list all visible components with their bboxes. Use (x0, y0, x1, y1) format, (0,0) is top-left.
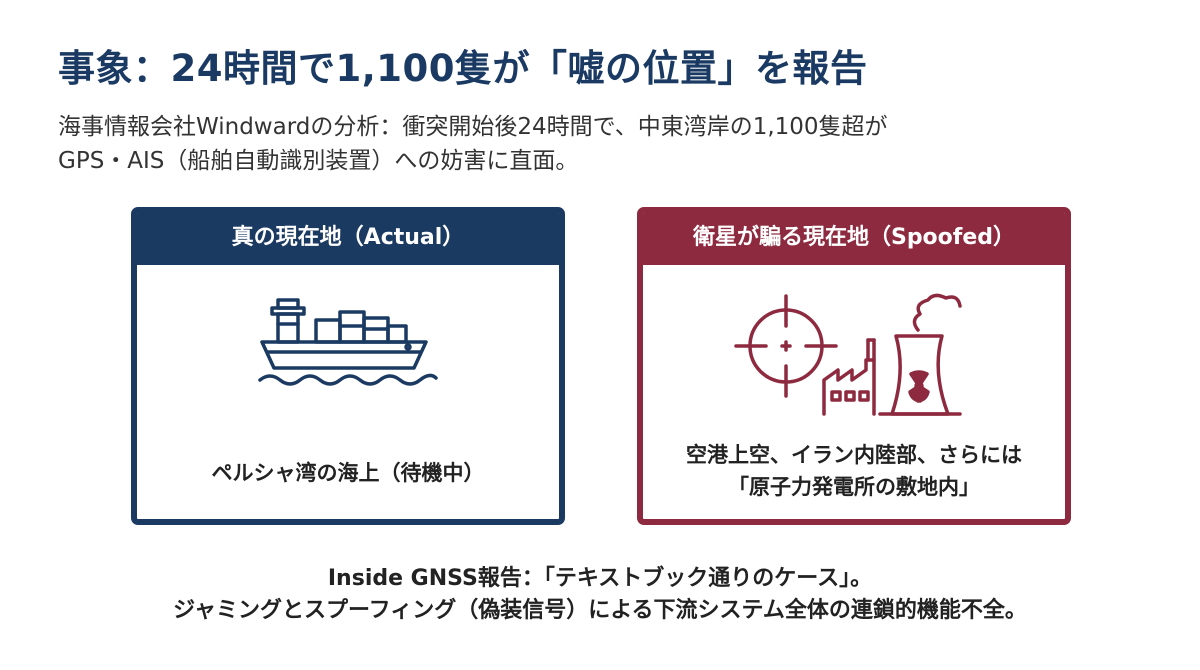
spoofed-panel-header: 衛星が騙る現在地（Spoofed） (643, 213, 1065, 265)
footer-line-2: ジャミングとスプーフィング（偽装信号）による下流システム全体の連鎖的機能不全。 (173, 598, 1027, 623)
nuclear-plant-icon (878, 293, 962, 416)
description-line-1: 海事情報会社Windwardの分析：衝突開始後24時間で、中東湾岸の1,100隻… (58, 114, 888, 140)
actual-panel-header: 真の現在地（Actual） (137, 213, 559, 265)
crosshair-icon (734, 294, 838, 398)
actual-location-panel: 真の現在地（Actual） ペルシャ湾の海上（待機中） (131, 207, 565, 525)
container-ship-icon (258, 298, 438, 386)
spoofed-location-panel: 衛星が騙る現在地（Spoofed） (637, 207, 1071, 525)
crosshair-and-nuclear-plant-icon (734, 293, 962, 416)
actual-panel-caption: ペルシャ湾の海上（待機中） (137, 457, 559, 489)
footer-summary: Inside GNSS報告：「テキストブック通りのケース」。 ジャミングとスプー… (0, 563, 1200, 627)
spoofed-caption-line-2: 「原子力発電所の敷地内」 (728, 475, 980, 499)
footer-line-1: Inside GNSS報告：「テキストブック通りのケース」。 (327, 566, 873, 591)
spoofed-panel-caption: 空港上空、イラン内陸部、さらには 「原子力発電所の敷地内」 (643, 439, 1065, 503)
description: 海事情報会社Windwardの分析：衝突開始後24時間で、中東湾岸の1,100隻… (58, 110, 888, 178)
description-line-2: GPS・AIS（船舶自動識別装置）への妨害に直面。 (58, 148, 579, 174)
factory-icon (822, 338, 876, 416)
actual-caption-line: ペルシャ湾の海上（待機中） (211, 461, 485, 485)
spoofed-caption-line-1: 空港上空、イラン内陸部、さらには (686, 443, 1022, 467)
page-title: 事象：24時間で1,100隻が「嘘の位置」を報告 (58, 47, 868, 90)
